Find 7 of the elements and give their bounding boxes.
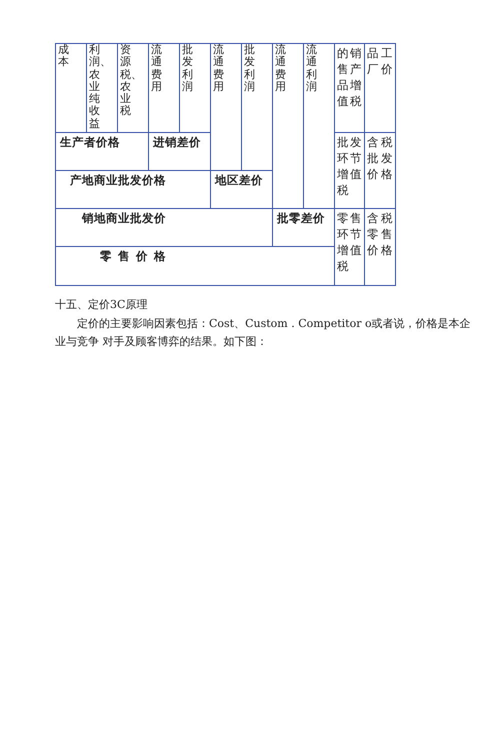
price-component-cell: 成本 xyxy=(55,43,87,133)
price-component-cell: 含税批发价格 xyxy=(364,132,396,209)
paragraph: 定价的主要影响因素包括：Cost、Custom . Competitor o或者说，价格是本企业与竞争 对手及顾客博弈的结果。如下图： xyxy=(55,316,472,350)
price-component-cell: 品工厂价 xyxy=(364,43,396,133)
price-component-cell: 零售价格 xyxy=(55,246,335,286)
section-heading: 十五、定价3C原理 xyxy=(55,297,148,312)
price-component-cell: 含税零售价格 xyxy=(364,208,396,286)
